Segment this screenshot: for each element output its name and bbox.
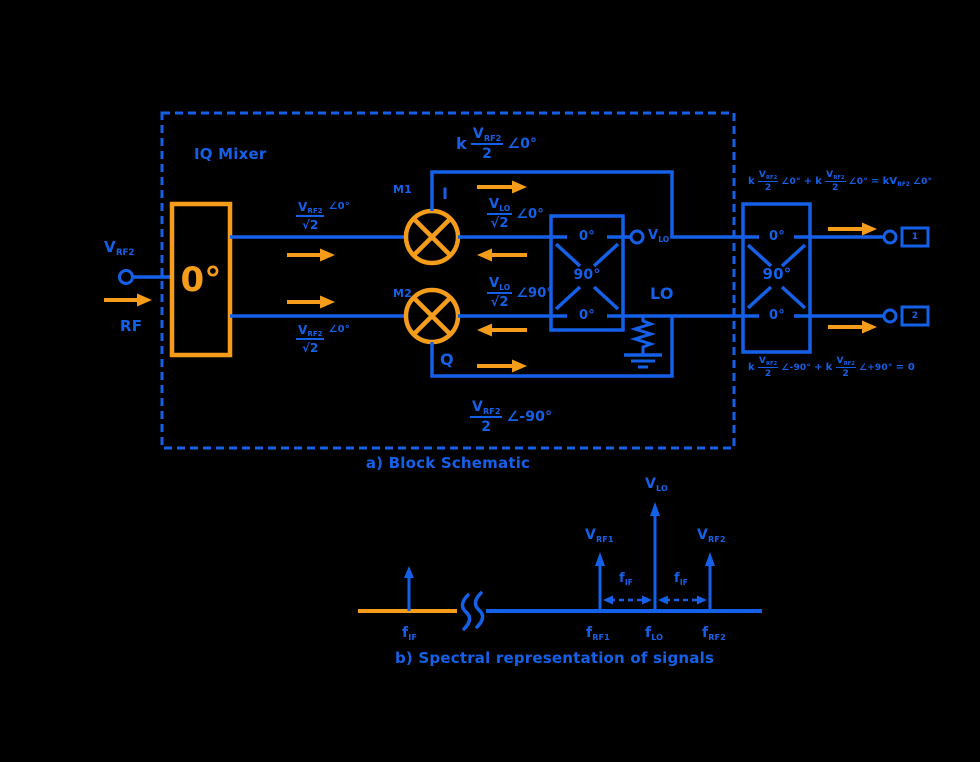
vlo-port-label: VLO (648, 228, 670, 244)
rf-bottom-arrow-icon (287, 295, 335, 309)
axis-break-icon (460, 591, 485, 631)
mixer-m1-label: M1 (393, 183, 413, 196)
rf-split-top-label: VRF2√2 ∠0° (296, 200, 350, 232)
q-path-arrow-icon (477, 359, 527, 373)
rf-input-voltage-label: VRF2 (104, 238, 135, 259)
vlo-spike-arrow (650, 502, 660, 611)
lo-hybrid-port-top-label: 0° (579, 229, 595, 244)
mixer-m2-symbol (403, 287, 461, 345)
iq-mixer-title: IQ Mixer (194, 145, 267, 163)
q-path-wire (430, 316, 674, 378)
output1-port-circle (882, 229, 898, 245)
if-offset-dashed-arrows (603, 595, 707, 605)
lo-section-label: LO (650, 284, 674, 303)
lo-to-m1-arrow-icon (477, 248, 527, 262)
mixer-m1-symbol (403, 208, 461, 266)
q-branch-label: Q (440, 350, 454, 369)
lo-to-m2-arrow-icon (477, 323, 527, 337)
vlo-port-circle (629, 229, 645, 245)
vrf2-spike-label: VRF2 (697, 527, 726, 544)
caption-block-schematic: a) Block Schematic (365, 454, 531, 472)
output2-number: 2 (911, 310, 919, 321)
flo-axis-label: fLO (645, 625, 664, 642)
if-hybrid-port-top-label: 0° (769, 229, 785, 244)
vrf2-spike-arrow (705, 552, 715, 611)
lo-hybrid-port-bottom-label: 0° (579, 308, 595, 323)
vrf1-spike-label: VRF1 (585, 527, 614, 544)
termination-resistor (624, 316, 662, 369)
spectrum-arrows (404, 502, 715, 611)
i-path-wire (430, 170, 743, 239)
rf-port-label: RF (120, 317, 143, 335)
output1-box (900, 226, 930, 248)
lo-i-label: VLO√2 ∠0° (487, 197, 545, 231)
caption-spectral-representation: b) Spectral representation of signals (395, 649, 715, 667)
splitter-block-outline (169, 201, 233, 358)
fif-spike-arrow (404, 566, 414, 611)
if-hybrid-symbol (741, 202, 812, 354)
output1-number: 1 (911, 231, 919, 242)
splitter-phase-label: 0° (180, 259, 222, 300)
output1-arrow-icon (828, 222, 877, 236)
i-path-arrow-icon (477, 180, 527, 194)
signal-flow-arrows (104, 180, 877, 373)
fif-gap2-label: fIF (674, 571, 688, 587)
vlo-spike-label: VLO (645, 476, 668, 493)
vrf1-spike-arrow (595, 552, 605, 611)
output2-box (900, 305, 930, 327)
rf-top-arrow-icon (287, 248, 335, 262)
rf-split-bottom-label: VRF2√2 ∠0° (296, 323, 350, 355)
lo-hybrid-symbol (549, 214, 625, 332)
lo-hybrid-phase-label: 90° (573, 267, 601, 283)
fif-gap1-label: fIF (619, 571, 633, 587)
frf1-axis-label: fRF1 (586, 625, 610, 642)
fif-axis-label: fIF (402, 625, 417, 642)
i-branch-label: I (442, 184, 449, 203)
lo-q-label: VLO√2 ∠90° (487, 276, 554, 310)
frf2-axis-label: fRF2 (702, 625, 726, 642)
rf-input-port-circle (118, 269, 134, 285)
output2-arrow-icon (828, 320, 877, 334)
if-hybrid-phase-label: 90° (762, 265, 792, 283)
iq-mixer-boundary-box (160, 111, 736, 450)
mixer-m2-label: M2 (393, 287, 413, 300)
rf-in-arrow-icon (104, 293, 152, 307)
if-hybrid-port-bottom-label: 0° (769, 308, 785, 323)
output2-port-circle (882, 308, 898, 324)
